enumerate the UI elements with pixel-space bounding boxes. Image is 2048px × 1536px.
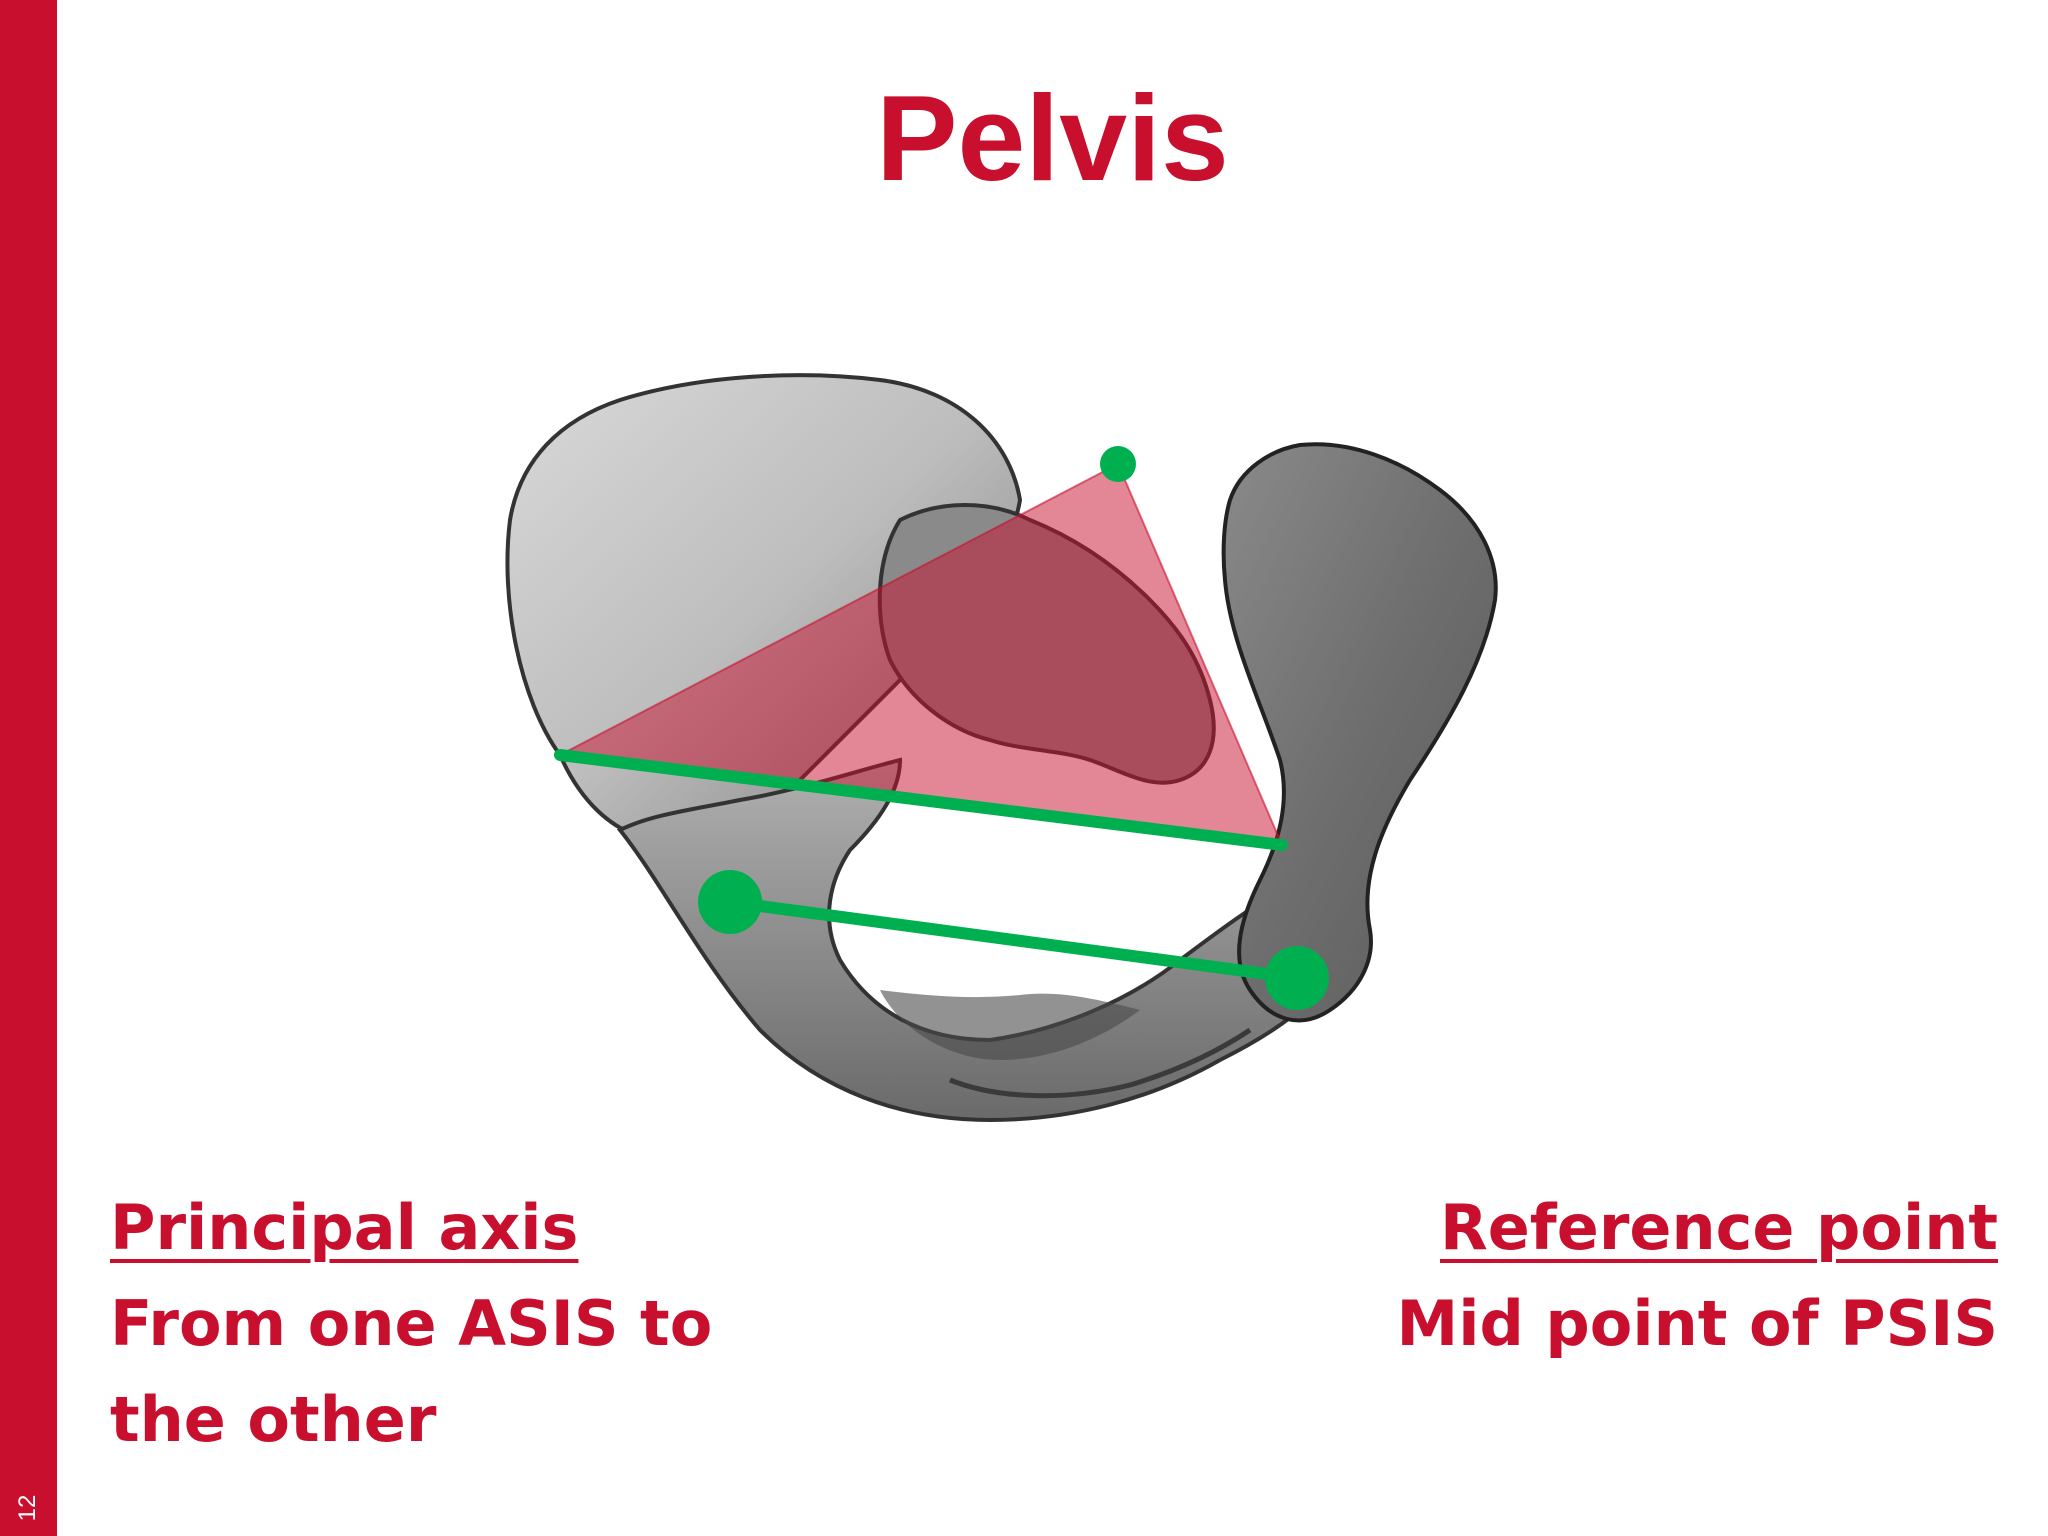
side-accent-bar — [0, 0, 57, 1536]
obturator-shadow — [880, 990, 1140, 1060]
reference-point-description: Mid point of PSIS — [1396, 1287, 1998, 1360]
pubic-rim — [949, 1027, 1252, 1099]
slide-title: Pelvis — [876, 70, 1229, 206]
right-ilium-bone — [1221, 442, 1498, 1023]
principal-axis-description: From one ASIS to the other — [110, 1287, 713, 1456]
right-psis-marker — [1265, 946, 1329, 1010]
psis-line — [724, 896, 1303, 984]
sacral-point-marker — [1100, 446, 1136, 482]
principal-axis-heading: Principal axis — [110, 1191, 579, 1264]
left-psis-marker — [698, 870, 762, 934]
reference-point-caption: Reference point Mid point of PSIS — [1278, 1180, 1998, 1372]
principal-axis-caption: Principal axis From one ASIS to the othe… — [110, 1180, 750, 1468]
reference-point-heading: Reference point — [1440, 1191, 1998, 1264]
principal-axis-line — [554, 749, 1288, 851]
